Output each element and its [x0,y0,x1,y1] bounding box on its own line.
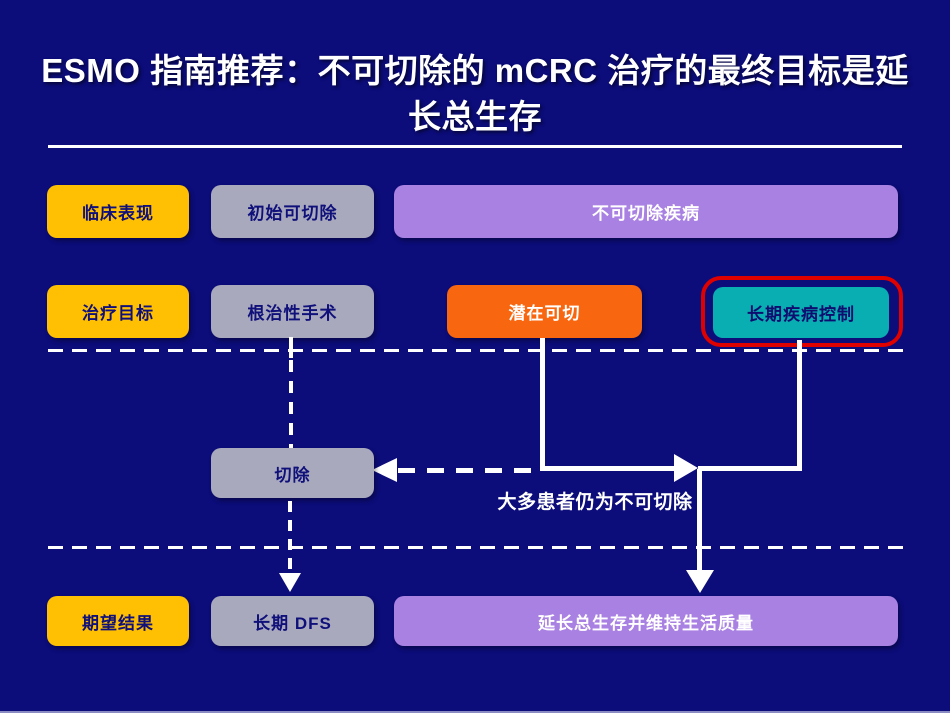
row-label-treatment-goal-text: 治疗目标 [82,304,154,323]
connector-disease-control-horizontal [698,466,802,471]
connector-disease-control-vertical [797,340,802,471]
annotation-majority-unresectable: 大多患者仍为不可切除 [497,492,693,513]
row-label-expected-outcome-text: 期望结果 [82,613,154,633]
box-long-term-dfs-text: 长期 DFS [253,613,332,633]
box-initially-resectable-text: 初始可切除 [247,204,338,223]
box-resection: 切除 [211,448,374,498]
box-unresectable-disease-text: 不可切除疾病 [592,204,700,223]
slide-title: ESMO 指南推荐：不可切除的 mCRC 治疗的最终目标是延长总生存 [41,52,909,136]
connector-surgery-to-resection-dashed [289,360,293,448]
box-prolong-os-quality-of-life: 延长总生存并维持生活质量 [394,596,898,646]
connector-resection-to-dfs-dashed [288,501,292,573]
box-prolong-os-quality-of-life-text: 延长总生存并维持生活质量 [538,613,754,633]
box-long-term-dfs: 长期 DFS [211,596,374,646]
red-highlight-outline [701,276,903,347]
bottom-edge-strip [0,711,950,713]
dashed-divider-top [48,349,904,352]
connector-surgery-stub [289,337,293,358]
box-unresectable-disease: 不可切除疾病 [394,185,898,238]
box-long-term-disease-control: 长期疾病控制 [713,287,889,338]
arrowhead-right-icon [674,454,698,482]
row-label-clinical-presentation-text: 临床表现 [82,204,154,223]
connector-down-to-outcome [697,469,702,571]
arrowhead-down-small-icon [279,573,301,592]
arrowhead-left-icon [372,458,397,482]
box-initially-resectable: 初始可切除 [211,185,374,238]
row-label-expected-outcome: 期望结果 [47,596,189,646]
box-potentially-resectable-text: 潜在可切 [508,304,581,323]
box-resection-text: 切除 [274,465,311,485]
box-curative-surgery-text: 根治性手术 [247,304,338,323]
row-label-clinical-presentation: 临床表现 [47,185,189,238]
dashed-divider-bottom [48,546,904,549]
title-underline [48,145,902,148]
connector-to-resection-dashed [398,468,542,473]
box-curative-surgery: 根治性手术 [211,285,374,338]
box-potentially-resectable: 潜在可切 [447,285,642,338]
connector-potentially-resectable-vertical [540,338,545,471]
arrowhead-down-large-icon [686,570,714,593]
box-long-term-disease-control-text: 长期疾病控制 [747,305,855,324]
connector-potentially-resectable-horizontal [540,466,674,471]
row-label-treatment-goal: 治疗目标 [47,285,189,338]
